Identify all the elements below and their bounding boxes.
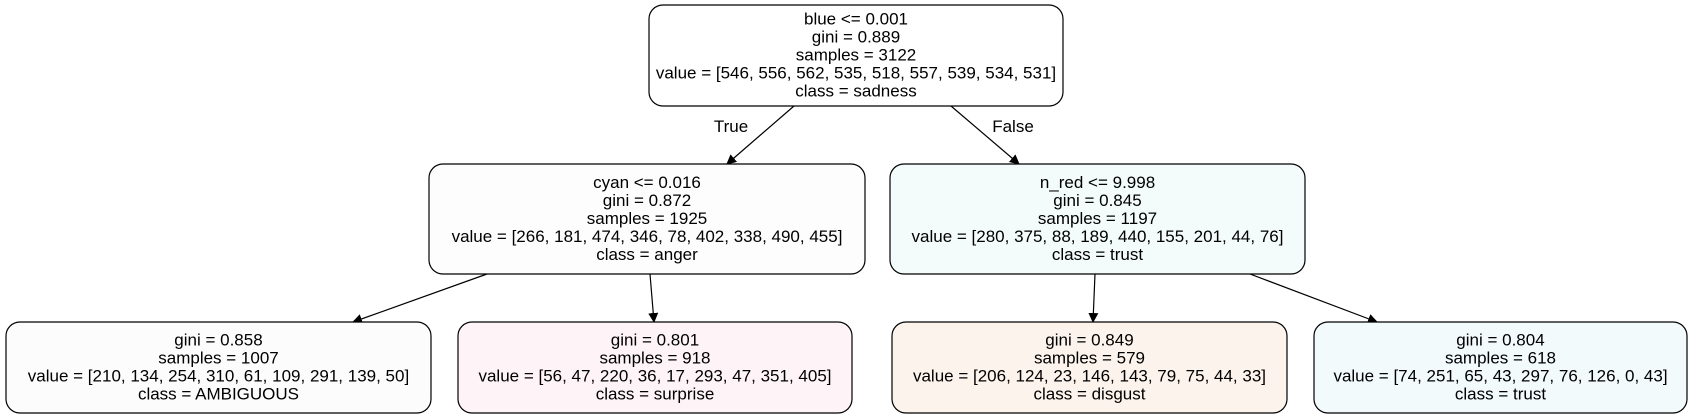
node-value: value = [546, 556, 562, 535, 518, 557, 5… (656, 64, 1056, 83)
node-box (648, 4, 1064, 107)
node-samples: samples = 1925 (587, 209, 708, 228)
node-gini: gini = 0.801 (611, 331, 699, 350)
node-box (5, 321, 432, 414)
node-split-condition: cyan <= 0.016 (593, 173, 701, 192)
edge-right-rr (1249, 273, 1378, 324)
edge-left-lr (648, 273, 659, 323)
edge-root-left (726, 105, 795, 165)
edge-root-right (950, 105, 1020, 165)
node-value: value = [266, 181, 474, 346, 78, 402, 33… (452, 227, 843, 246)
node-gini: gini = 0.845 (1053, 191, 1141, 210)
node-samples: samples = 3122 (796, 46, 917, 65)
node-class: class = sadness (795, 82, 916, 101)
node-gini: gini = 0.889 (812, 28, 900, 47)
edges-layer: True False (352, 105, 1378, 324)
node-gini: gini = 0.849 (1045, 331, 1133, 350)
node-box (889, 163, 1306, 275)
node-box (891, 321, 1288, 414)
node-value: value = [56, 47, 220, 36, 17, 293, 47, 3… (478, 367, 831, 386)
node-samples: samples = 1007 (158, 349, 279, 368)
edge-left-ll (352, 273, 488, 324)
node-class: class = trust (1455, 385, 1546, 404)
edge-label-false: False (992, 117, 1034, 136)
node-class: class = disgust (1034, 385, 1146, 404)
node-gini: gini = 0.872 (603, 191, 691, 210)
node-class: class = surprise (596, 385, 715, 404)
edge-right-rl (1088, 273, 1099, 323)
node-value: value = [280, 375, 88, 189, 440, 155, 20… (912, 227, 1284, 246)
node-samples: samples = 579 (1034, 349, 1145, 368)
edge-label-true: True (714, 117, 748, 136)
node-split-condition: blue <= 0.001 (804, 10, 908, 29)
node-samples: samples = 618 (1445, 349, 1556, 368)
node-box (1313, 321, 1688, 414)
node-samples: samples = 918 (599, 349, 710, 368)
node-class: class = anger (596, 245, 698, 264)
node-gini: gini = 0.804 (1456, 331, 1544, 350)
node-gini: gini = 0.858 (174, 331, 262, 350)
node-value: value = [210, 134, 254, 310, 61, 109, 29… (28, 367, 409, 386)
node-class: class = AMBIGUOUS (138, 385, 299, 404)
node-value: value = [74, 251, 65, 43, 297, 76, 126, … (1333, 367, 1667, 386)
node-split-condition: n_red <= 9.998 (1040, 173, 1155, 192)
node-value: value = [206, 124, 23, 146, 143, 79, 75,… (913, 367, 1266, 386)
node-box (457, 321, 853, 414)
node-class: class = trust (1052, 245, 1143, 264)
node-box (428, 163, 866, 275)
node-samples: samples = 1197 (1038, 209, 1157, 228)
